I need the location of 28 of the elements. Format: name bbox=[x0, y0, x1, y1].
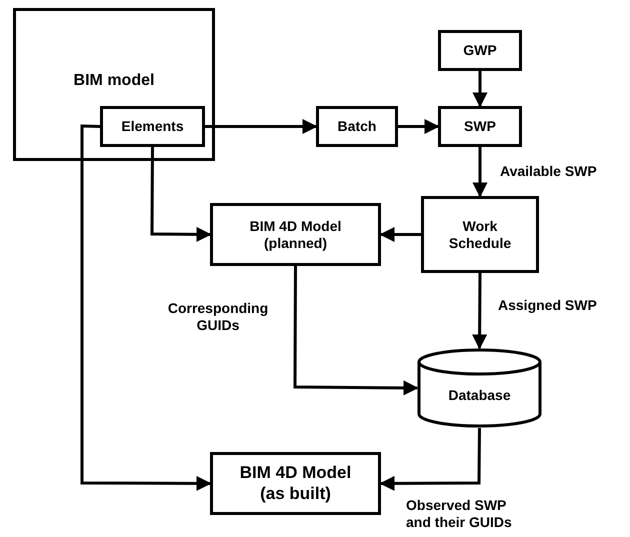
arrow bbox=[380, 227, 421, 242]
process-box bbox=[13, 8, 215, 161]
process-box bbox=[210, 452, 381, 515]
process-box bbox=[100, 106, 205, 147]
arrow bbox=[398, 119, 440, 134]
node-label: GWP bbox=[463, 42, 497, 59]
process-box bbox=[438, 30, 522, 71]
process-box bbox=[316, 106, 398, 147]
node-label: SWP bbox=[464, 118, 496, 135]
node-label: BIM 4D Model (as built) bbox=[238, 463, 352, 504]
node-label: Work Schedule bbox=[448, 218, 512, 252]
arrow bbox=[472, 71, 488, 108]
arrow bbox=[472, 272, 488, 350]
process-box bbox=[421, 196, 539, 273]
arrow bbox=[472, 147, 488, 198]
arrow bbox=[80, 124, 212, 491]
node-label: Batch bbox=[338, 118, 376, 135]
node-label: Elements bbox=[121, 118, 184, 135]
process-box bbox=[438, 106, 522, 147]
arrow bbox=[294, 266, 418, 396]
node-label: BIM 4D Model (planned) bbox=[248, 218, 342, 252]
arrow bbox=[205, 119, 318, 134]
arrow bbox=[380, 428, 481, 491]
process-box bbox=[210, 203, 381, 266]
node-label: Database bbox=[448, 386, 511, 404]
arrow bbox=[150, 147, 212, 242]
edge-label: Assigned SWP bbox=[498, 297, 597, 314]
node-label: BIM model bbox=[74, 71, 154, 90]
